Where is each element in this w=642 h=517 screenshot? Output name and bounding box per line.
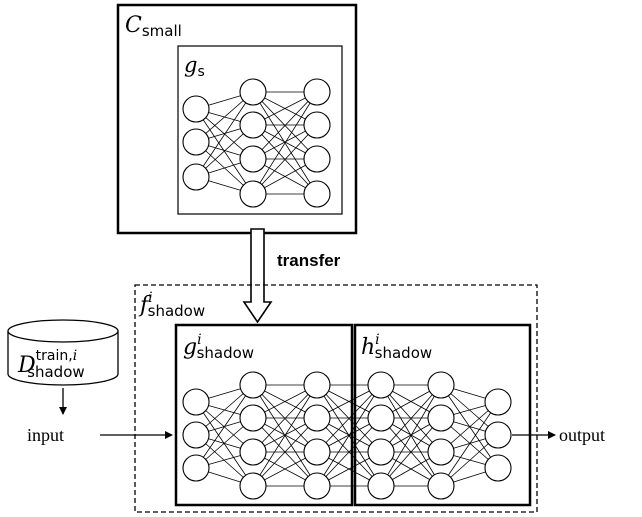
network-connection xyxy=(252,417,318,487)
neuron-node xyxy=(182,388,210,416)
neuron-node xyxy=(427,371,455,399)
input-label: input xyxy=(27,425,64,445)
neuron-node xyxy=(303,145,331,173)
neuron-node xyxy=(367,438,395,466)
network-connection xyxy=(440,401,499,487)
network-connection xyxy=(195,401,254,487)
neuron-node xyxy=(427,404,455,432)
neuron-node xyxy=(303,371,331,399)
neuron-node xyxy=(239,438,267,466)
neuron-node xyxy=(239,111,267,139)
neuron-node xyxy=(303,78,331,106)
network-edges xyxy=(195,384,499,487)
neuron-node xyxy=(239,404,267,432)
network-connection xyxy=(252,384,318,453)
network-connection xyxy=(316,384,382,487)
neuron-node xyxy=(367,472,395,500)
neuron-node xyxy=(182,421,210,449)
neuron-node xyxy=(239,371,267,399)
network-connection xyxy=(252,91,318,160)
neuron-node xyxy=(182,128,210,156)
network-connection xyxy=(316,417,382,487)
g-s-box xyxy=(177,45,343,215)
neuron-node xyxy=(303,404,331,432)
network-nodes xyxy=(182,78,331,208)
network-connection xyxy=(252,384,318,487)
g-s-label: gs xyxy=(184,53,205,80)
network-connection xyxy=(316,384,382,453)
transfer-label: transfer xyxy=(277,251,341,270)
neuron-node xyxy=(239,78,267,106)
neuron-node xyxy=(303,472,331,500)
small-neural-network xyxy=(182,78,331,208)
network-connection xyxy=(252,124,318,195)
network-connection xyxy=(380,384,442,453)
dataset-cylinder xyxy=(7,319,119,386)
neuron-node xyxy=(484,454,512,482)
network-connection xyxy=(195,384,254,469)
c-small-box xyxy=(116,3,358,235)
neuron-node xyxy=(427,438,455,466)
neuron-node xyxy=(239,472,267,500)
c-small-label: Csmall xyxy=(125,13,182,40)
shadow-neural-network xyxy=(182,371,512,500)
transfer-arrow xyxy=(242,228,273,324)
network-connection xyxy=(195,91,254,178)
f-shadow-box xyxy=(134,284,538,513)
neuron-node xyxy=(239,145,267,173)
h-shadow-box xyxy=(353,323,532,507)
network-connection xyxy=(252,91,318,195)
neuron-node xyxy=(484,421,512,449)
neuron-node xyxy=(182,163,210,191)
network-edges xyxy=(195,91,318,195)
network-connection xyxy=(380,384,442,487)
neuron-node xyxy=(303,180,331,208)
neuron-node xyxy=(182,95,210,123)
neuron-node xyxy=(367,404,395,432)
neuron-node xyxy=(367,371,395,399)
neuron-node xyxy=(239,180,267,208)
neuron-node xyxy=(427,472,455,500)
neuron-node xyxy=(484,388,512,416)
neuron-node xyxy=(303,111,331,139)
neuron-node xyxy=(303,438,331,466)
network-connection xyxy=(380,417,442,487)
neuron-node xyxy=(182,454,210,482)
output-label: output xyxy=(559,425,605,445)
network-nodes xyxy=(182,371,512,500)
